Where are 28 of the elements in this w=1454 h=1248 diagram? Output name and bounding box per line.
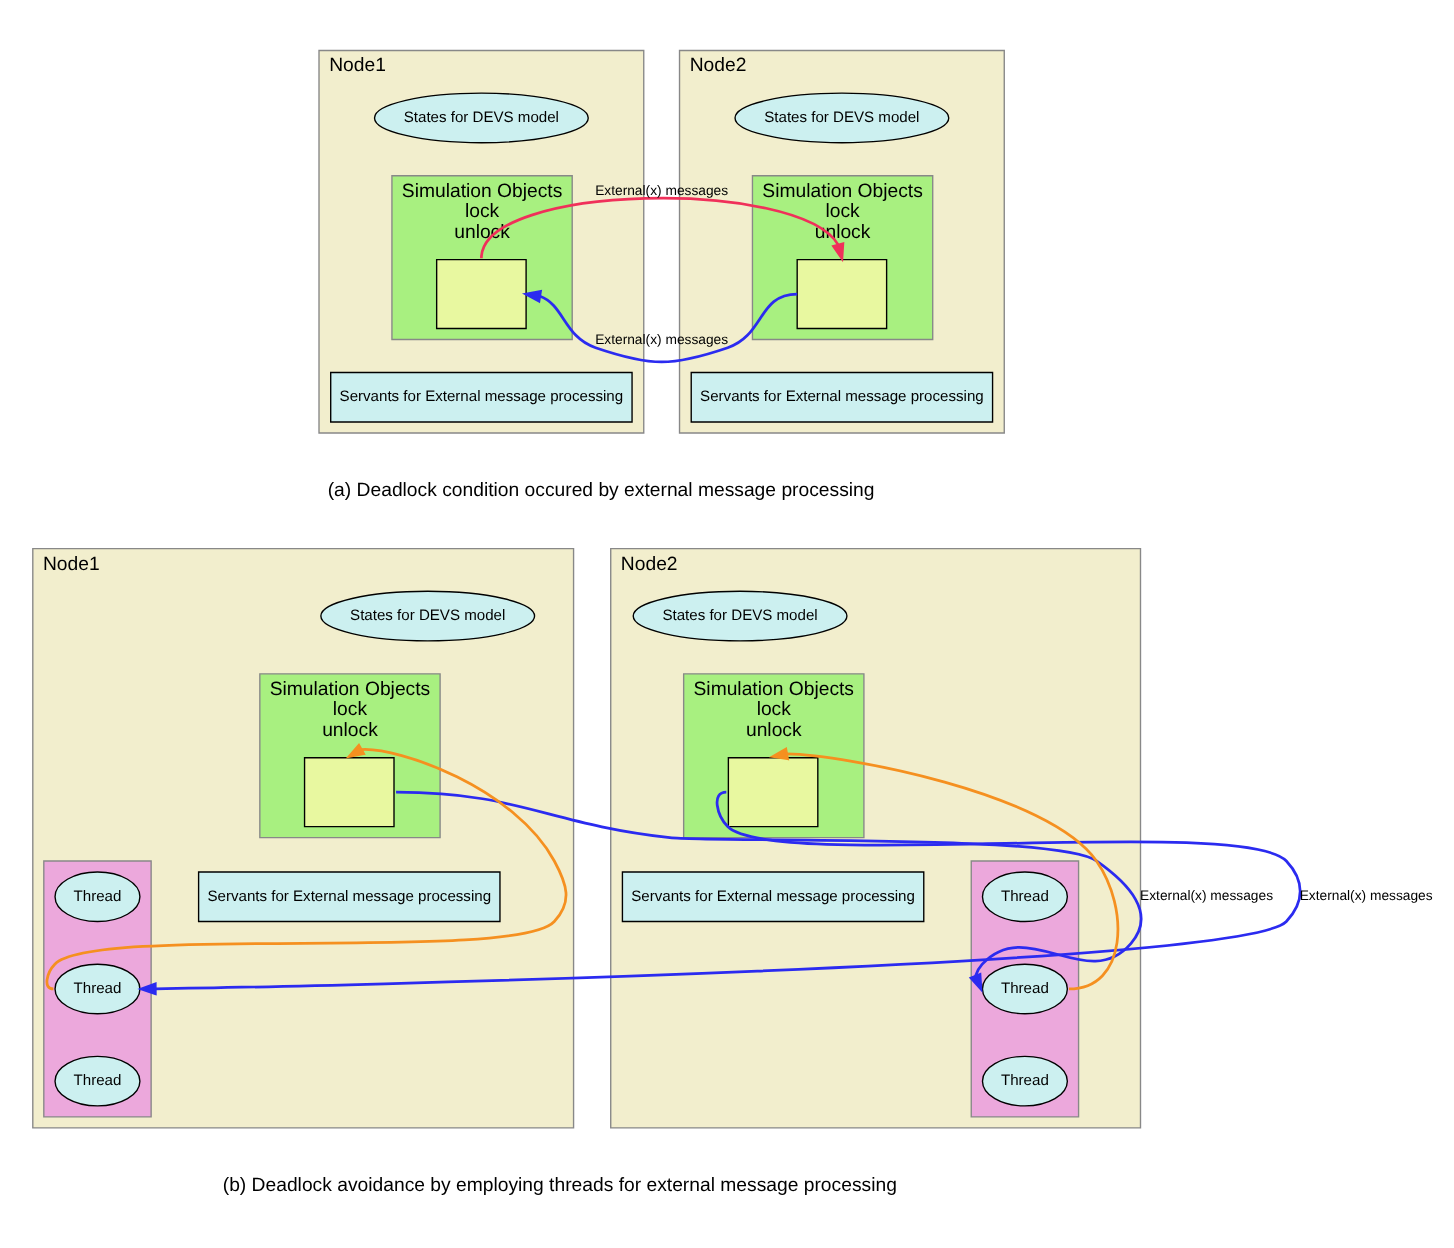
node-ellipse: States for DEVS model (734, 91, 950, 143)
node-ellipse: Thread (54, 870, 141, 922)
node-ellipse: States for DEVS model (632, 589, 848, 641)
node-ellipse: States for DEVS model (373, 91, 589, 143)
arrow (769, 746, 1120, 990)
arrow (522, 288, 798, 363)
node-ellipse: Thread (981, 870, 1069, 922)
node-box (303, 756, 395, 827)
node-box (435, 258, 527, 329)
arrow (396, 789, 1143, 992)
node-box (796, 258, 888, 329)
node-box: Servants for External message processing (690, 370, 994, 422)
node-box (727, 756, 819, 827)
node-ellipse: Thread (981, 962, 1069, 1014)
node-ellipse: Thread (981, 1054, 1069, 1106)
node-ellipse: States for DEVS model (320, 589, 536, 641)
node-box: Servants for External message processing (330, 370, 633, 422)
node-ellipse: Thread (54, 962, 141, 1014)
node-ellipse: Thread (54, 1054, 141, 1106)
node-box: Servants for External message processing (197, 870, 501, 922)
arrow (45, 742, 568, 990)
cluster: Simulation Objects lock unlock (682, 672, 865, 838)
cluster: Simulation Objects lock unlock (259, 672, 441, 838)
label: (b) Deadlock avoidance by employing threads for external message processing (222, 1173, 897, 1196)
cluster (43, 859, 152, 1117)
node-box: Servants for External message processing (621, 870, 925, 922)
arrow (480, 196, 845, 262)
label: (a) Deadlock condition occured by external message processing (327, 478, 875, 501)
